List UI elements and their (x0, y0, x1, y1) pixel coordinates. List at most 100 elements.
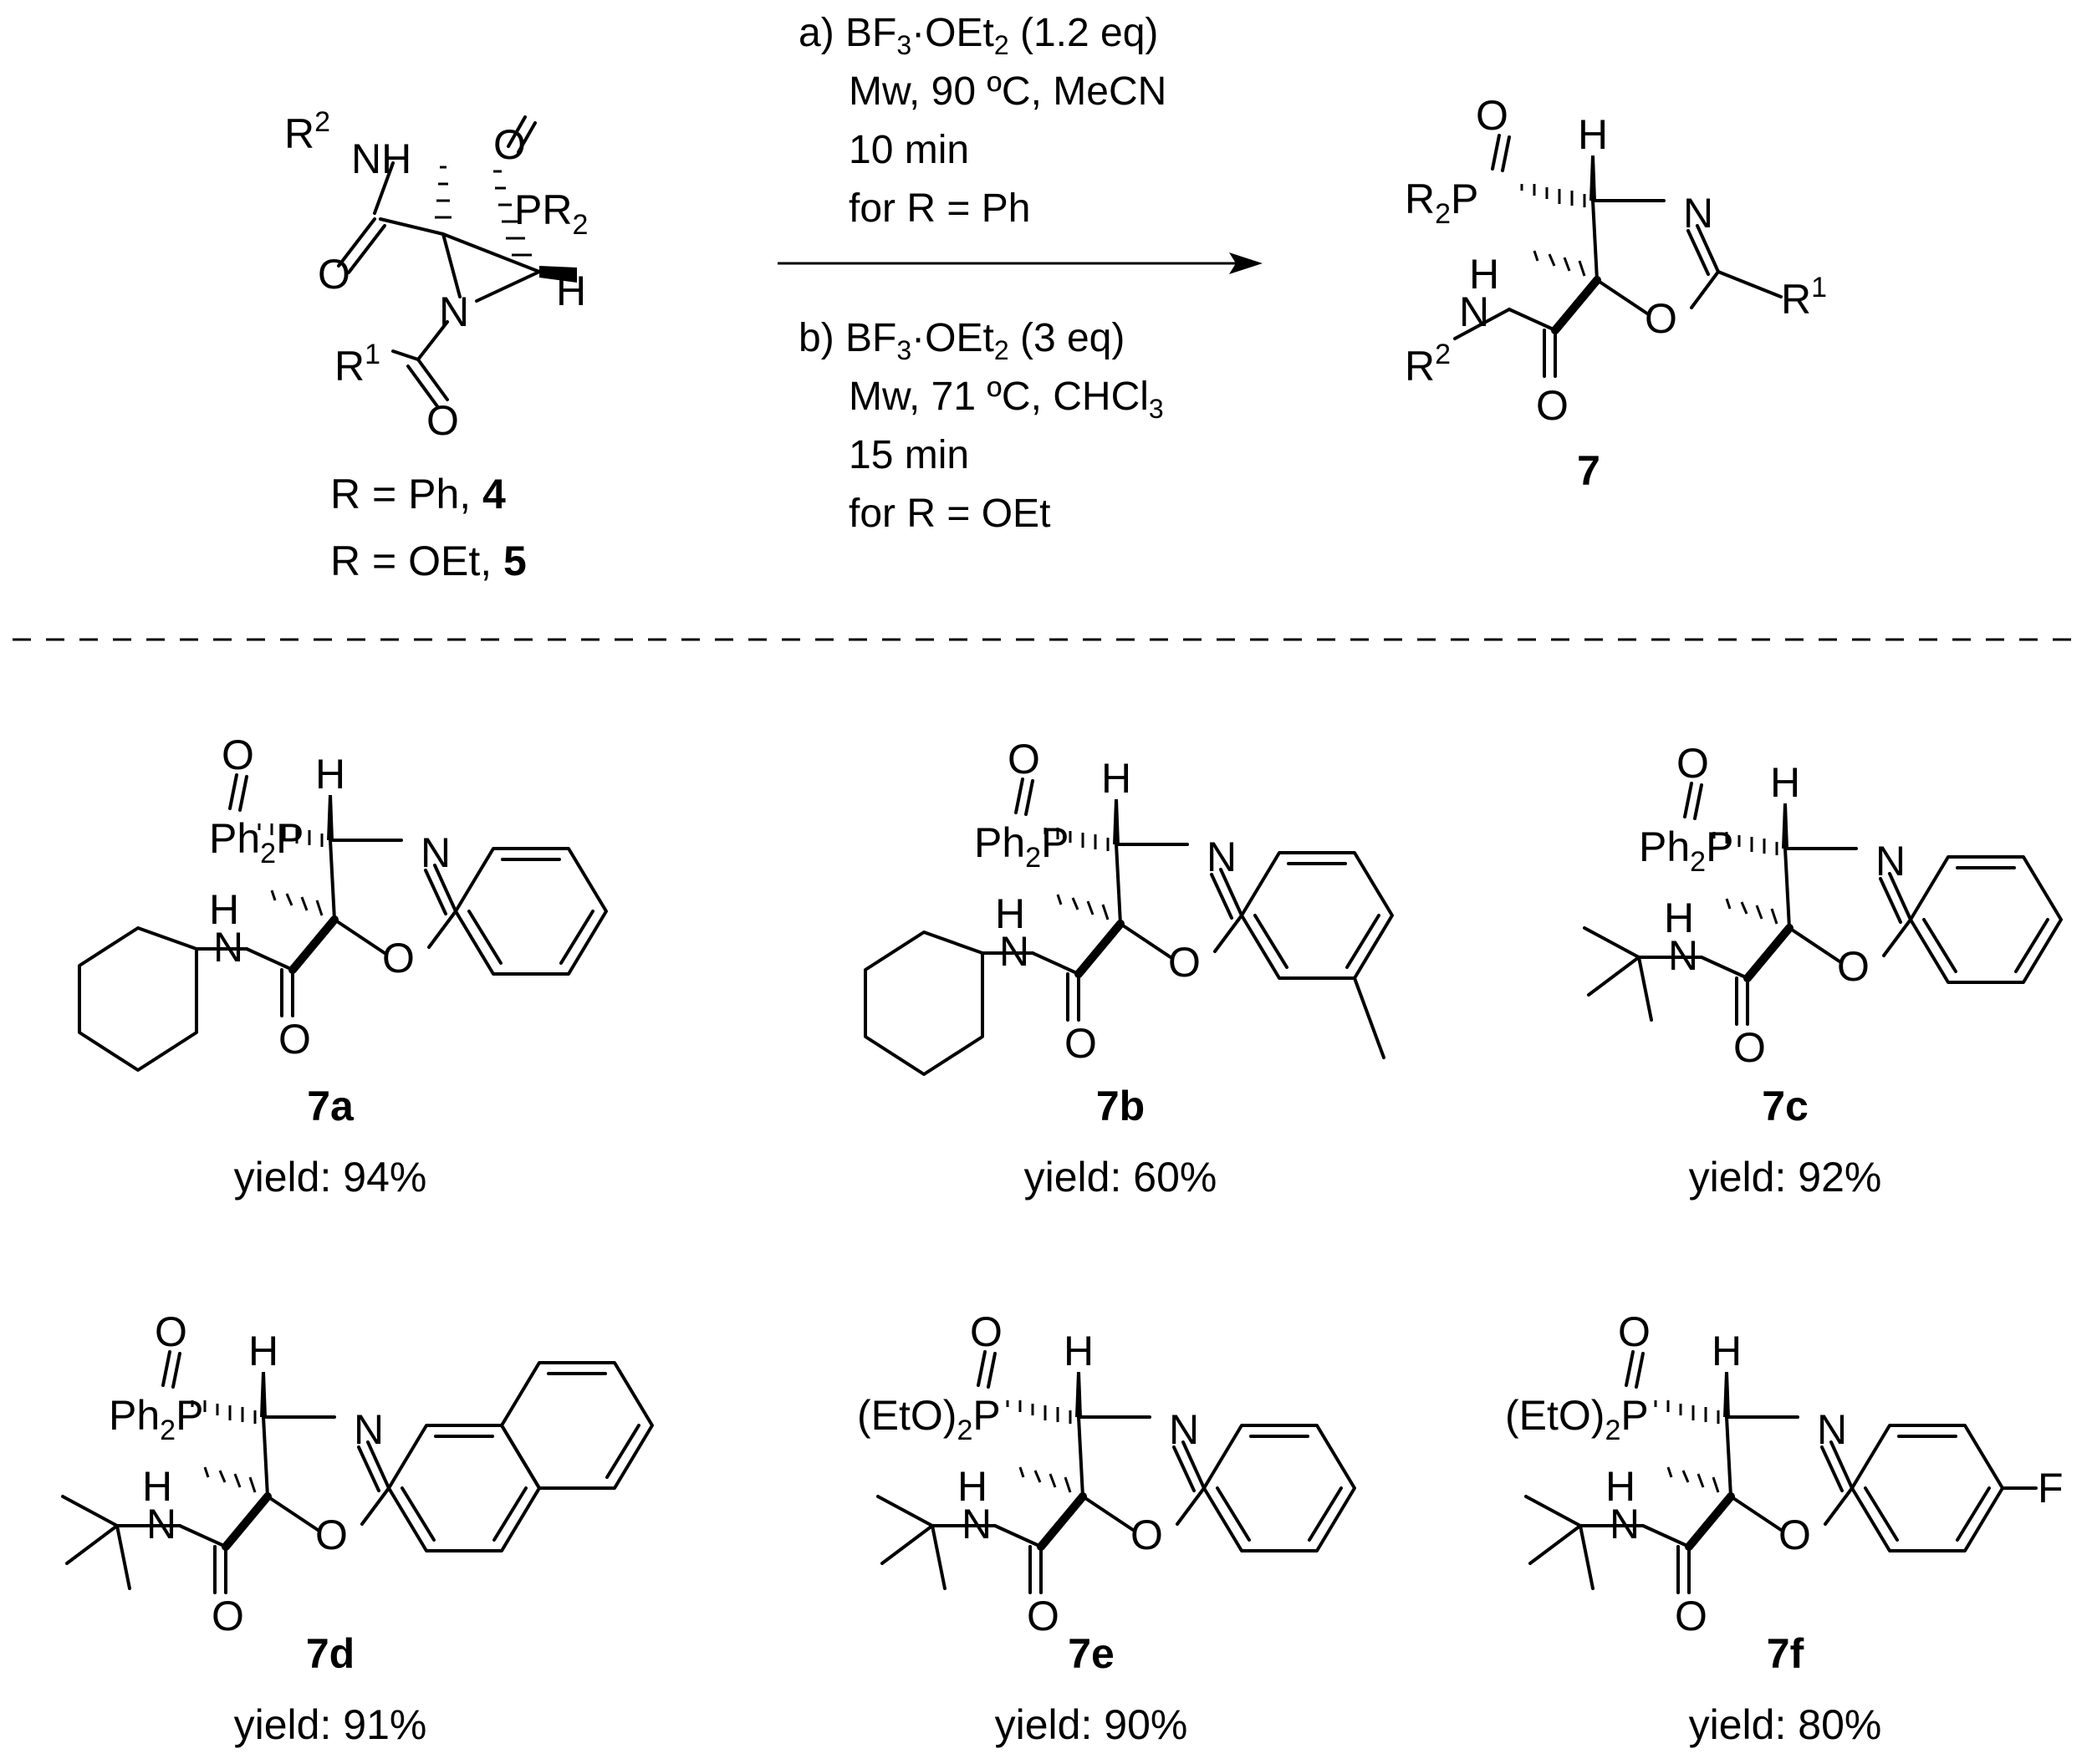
reactant-structure: R2 NH O O PR2 H N R1 O (284, 106, 588, 444)
svg-text:O: O (1837, 943, 1870, 990)
svg-text:R1: R1 (1781, 272, 1827, 323)
svg-text:for R = OEt: for R = OEt (849, 492, 1050, 536)
svg-text:R2: R2 (1405, 339, 1451, 390)
compound-7c-yield: yield: 92% (1689, 1154, 1882, 1201)
svg-text:N: N (962, 1501, 992, 1547)
svg-text:O: O (382, 935, 415, 981)
svg-text:H: H (995, 890, 1025, 937)
svg-text:N: N (1683, 190, 1713, 237)
compound-7c-label: 7c (1762, 1083, 1809, 1129)
svg-text:N: N (213, 924, 243, 971)
svg-text:O: O (1778, 1512, 1811, 1558)
svg-text:H: H (1101, 755, 1131, 802)
svg-text:O: O (426, 397, 459, 444)
reactant-caption-5: R = OEt, 5 (330, 538, 527, 584)
compound-7a-label: 7a (307, 1083, 355, 1129)
svg-text:O: O (1064, 1020, 1097, 1067)
compound-7c-structure: O Ph2P H N O H N O (1583, 740, 2063, 1071)
svg-text:for R = Ph: for R = Ph (849, 186, 1030, 231)
svg-text:H: H (1712, 1328, 1742, 1374)
svg-text:O: O (1733, 1024, 1766, 1071)
conditions-a: a) BF3·OEt2 (1.2 eq) Mw, 90 ºC, MeCN 10 … (799, 11, 1166, 231)
svg-text:O: O (1168, 939, 1201, 986)
svg-text:N: N (1668, 932, 1698, 979)
compound-7d-label: 7d (306, 1630, 355, 1677)
svg-text:O: O (1130, 1512, 1163, 1558)
svg-text:H: H (1469, 251, 1499, 298)
svg-text:O: O (1645, 295, 1677, 342)
svg-text:O: O (278, 1016, 311, 1063)
svg-text:O: O (1476, 92, 1508, 139)
svg-text:H: H (142, 1463, 172, 1510)
svg-text:O: O (155, 1308, 187, 1355)
svg-text:Ph2P: Ph2P (109, 1392, 203, 1446)
svg-text:N: N (1875, 838, 1906, 885)
compound-7e-label: 7e (1068, 1630, 1115, 1677)
reaction-arrow (778, 252, 1263, 274)
svg-text:N: N (146, 1501, 176, 1547)
product-7-label: 7 (1577, 447, 1600, 494)
compound-7e-structure: O (EtO)2P H N O H N O (857, 1308, 1356, 1639)
compound-7a-structure: O Ph2P H N O H N O (78, 732, 608, 1072)
svg-text:N: N (354, 1406, 384, 1453)
svg-text:R1: R1 (334, 339, 380, 390)
svg-text:N: N (421, 829, 451, 876)
svg-text:O: O (212, 1593, 244, 1639)
svg-text:O: O (1676, 740, 1709, 787)
svg-text:O: O (1675, 1593, 1707, 1639)
svg-text:H: H (1605, 1463, 1635, 1510)
svg-text:O: O (222, 732, 254, 778)
svg-text:(EtO)2P: (EtO)2P (857, 1392, 1001, 1446)
svg-text:10 min: 10 min (849, 128, 969, 172)
svg-text:N: N (1459, 288, 1489, 335)
svg-text:H: H (248, 1328, 278, 1374)
svg-text:H: H (556, 268, 586, 314)
svg-text:O: O (315, 1512, 348, 1558)
svg-text:H: H (1770, 759, 1800, 806)
compound-7e-yield: yield: 90% (995, 1701, 1188, 1748)
compound-7b-yield: yield: 60% (1024, 1154, 1217, 1201)
compound-7f-structure: F (EtO)2P O H N O H N O (1505, 1308, 2064, 1639)
svg-text:N: N (1169, 1406, 1199, 1453)
svg-text:PR2: PR2 (514, 186, 588, 241)
svg-text:O: O (970, 1308, 1003, 1355)
svg-text:Mw, 90 ºC, MeCN: Mw, 90 ºC, MeCN (849, 69, 1166, 114)
svg-text:Mw, 71 ºC, CHCl3: Mw, 71 ºC, CHCl3 (849, 375, 1164, 424)
svg-text:N: N (1207, 834, 1237, 880)
compound-7b-label: 7b (1096, 1083, 1145, 1129)
svg-text:O: O (1618, 1308, 1651, 1355)
svg-text:H: H (315, 751, 345, 798)
svg-text:N: N (999, 928, 1029, 975)
svg-text:N: N (1610, 1501, 1640, 1547)
compound-7d-yield: yield: 91% (234, 1701, 427, 1748)
svg-text:H: H (1664, 895, 1694, 941)
svg-text:H: H (957, 1463, 987, 1510)
svg-text:H: H (1578, 111, 1608, 158)
svg-text:F: F (2038, 1465, 2064, 1512)
compound-7a-yield: yield: 94% (234, 1154, 427, 1201)
svg-text:N: N (1817, 1406, 1847, 1453)
svg-text:R2P: R2P (1405, 176, 1478, 230)
svg-text:N: N (439, 288, 469, 335)
conditions-b: b) BF3·OEt2 (3 eq) Mw, 71 ºC, CHCl3 15 m… (799, 316, 1164, 536)
svg-text:O: O (1008, 736, 1040, 783)
reactant-caption-4: R = Ph, 4 (330, 471, 506, 517)
compound-7d-structure: O Ph2P H N O H N O (61, 1308, 654, 1639)
svg-text:O: O (1536, 382, 1569, 429)
svg-text:b) BF3·OEt2 (3 eq): b) BF3·OEt2 (3 eq) (799, 316, 1125, 365)
compound-7b-structure: O Ph2P H N O H N O (864, 736, 1394, 1076)
svg-text:R2: R2 (284, 106, 330, 157)
svg-text:15 min: 15 min (849, 433, 969, 477)
svg-text:H: H (209, 886, 239, 933)
product-7-structure: O R2P H N O R1 H N R2 O (1405, 92, 1827, 429)
svg-text:H: H (1064, 1328, 1094, 1374)
svg-text:NH: NH (351, 135, 411, 182)
svg-text:Ph2P: Ph2P (974, 819, 1069, 874)
svg-text:O: O (318, 251, 350, 298)
svg-text:O: O (493, 121, 526, 168)
compound-7f-label: 7f (1767, 1630, 1804, 1677)
svg-text:Ph2P: Ph2P (1639, 823, 1733, 878)
svg-text:Ph2P: Ph2P (209, 815, 304, 869)
svg-text:a) BF3·OEt2 (1.2 eq): a) BF3·OEt2 (1.2 eq) (799, 11, 1158, 60)
